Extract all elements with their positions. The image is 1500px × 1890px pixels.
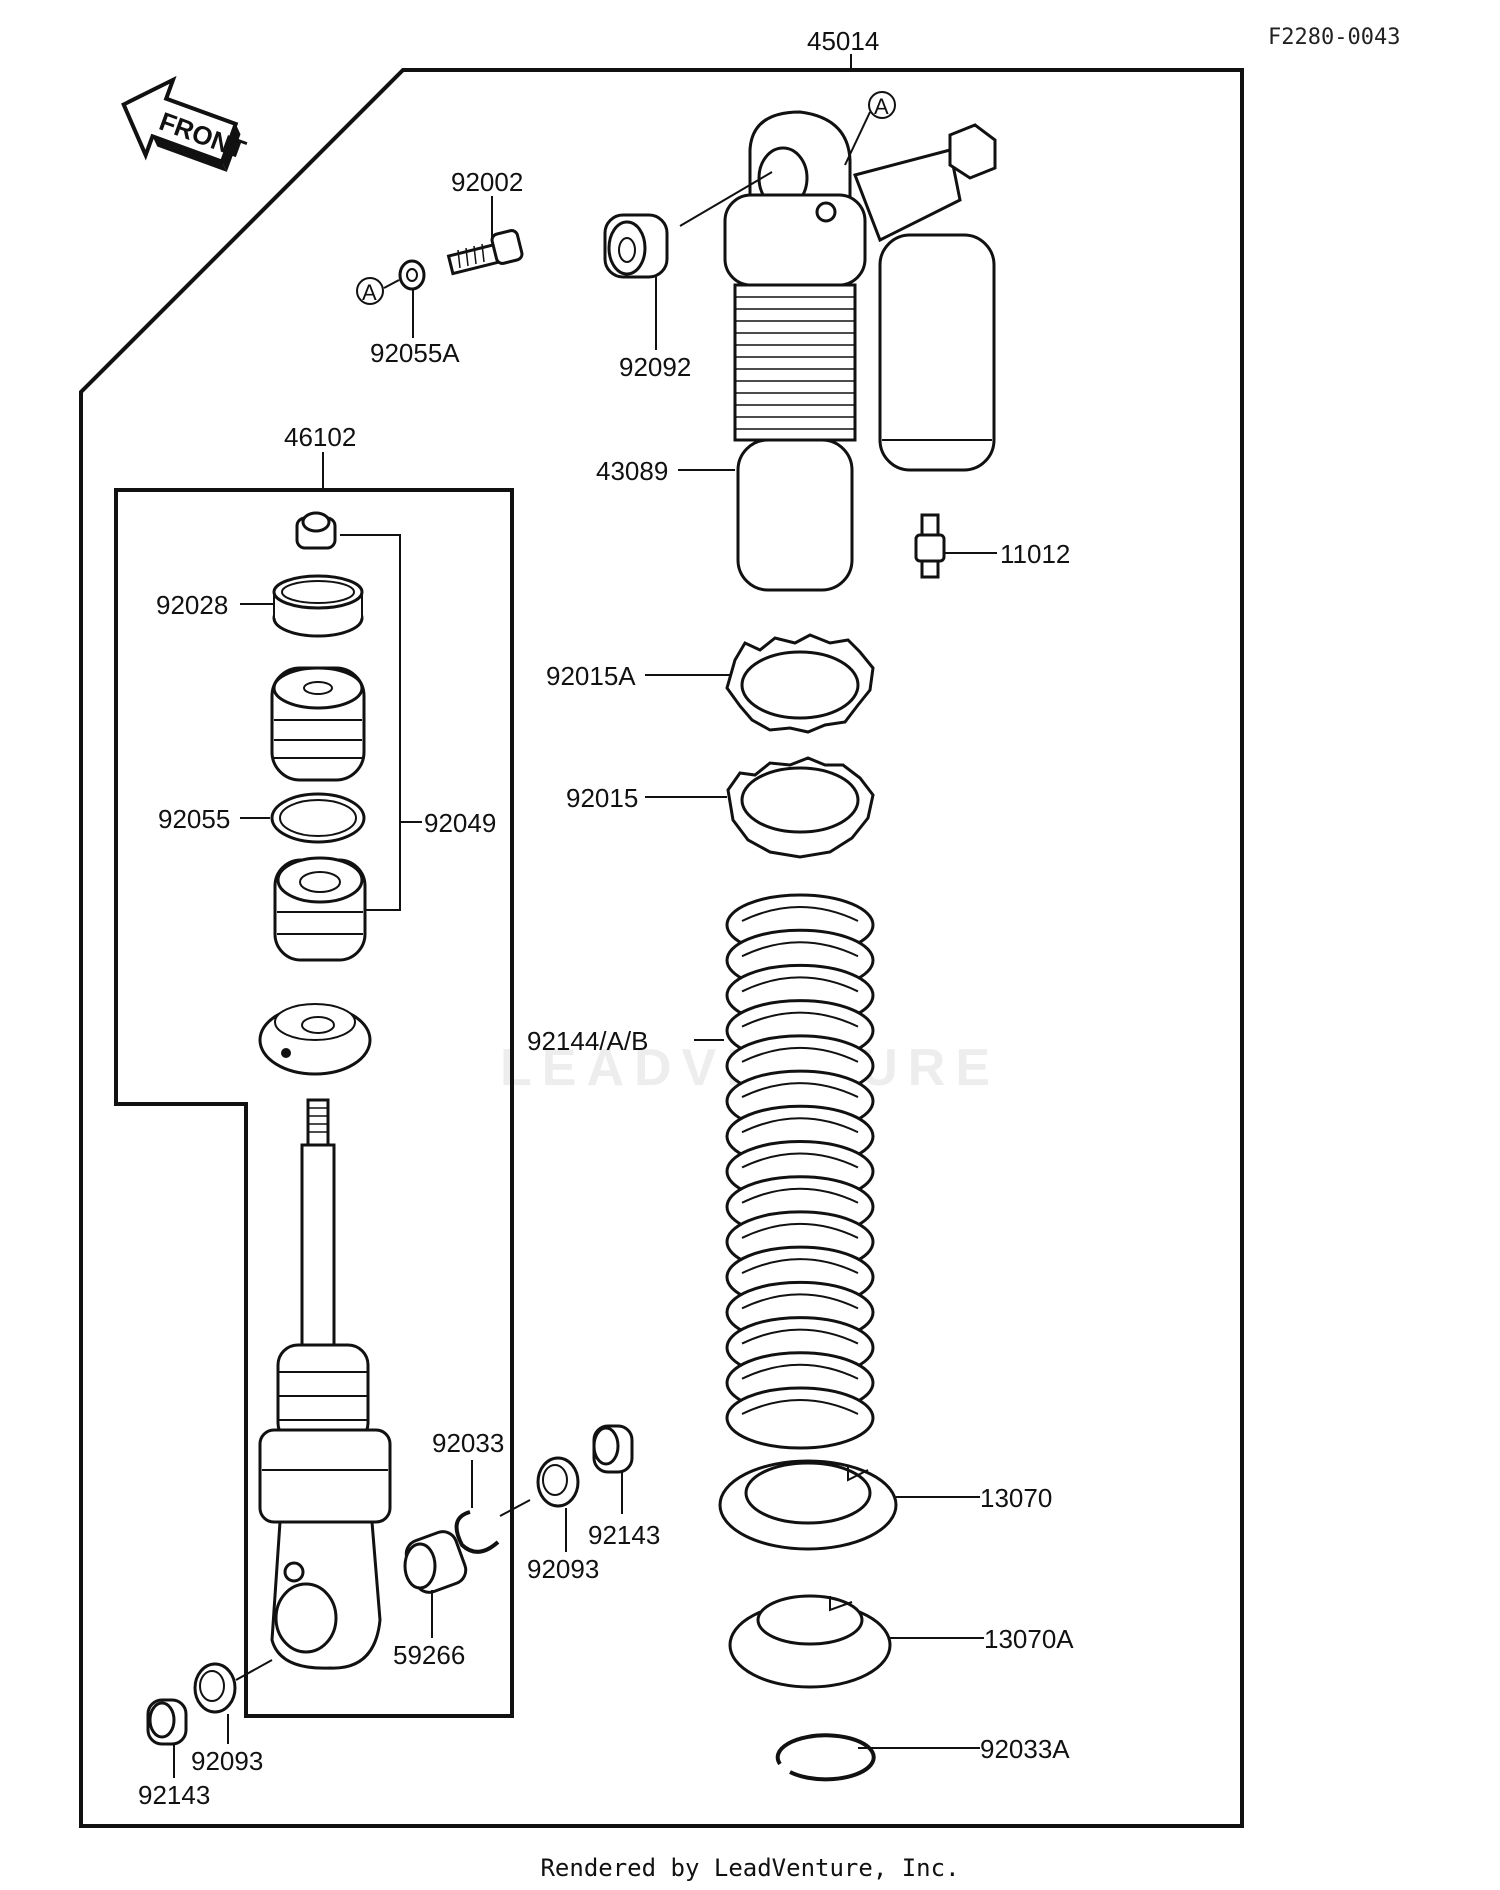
label-92015a: 92015A xyxy=(546,661,636,691)
bump-stop-part xyxy=(258,1003,372,1076)
bushing-bottom-part xyxy=(403,1530,468,1594)
label-45014: 45014 xyxy=(807,26,879,56)
assembly-boundary-inner xyxy=(114,488,514,1718)
label-92049: 92049 xyxy=(424,808,496,838)
ref-marker-a-top: A xyxy=(874,94,889,119)
label-13070a: 13070A xyxy=(984,1624,1074,1654)
air-valve-part xyxy=(914,513,946,579)
piston-nut-part xyxy=(295,511,337,550)
shock-body-part xyxy=(723,110,997,592)
lock-nut-a-part xyxy=(725,633,875,734)
assembly-boundary-outer xyxy=(79,68,1244,1828)
label-92055: 92055 xyxy=(158,804,230,834)
label-92028: 92028 xyxy=(156,590,228,620)
ref-marker-a-washer: A xyxy=(362,280,377,305)
spring-seat-a-part xyxy=(728,1594,892,1689)
label-92033: 92033 xyxy=(432,1428,504,1458)
seal-right-part xyxy=(536,1456,580,1508)
label-11012: 11012 xyxy=(1000,539,1070,569)
diagram-code: F2280-0043 xyxy=(1268,25,1400,50)
label-92015: 92015 xyxy=(566,783,638,813)
coil-spring-part xyxy=(725,893,875,1450)
valve-body-part xyxy=(273,856,367,962)
damper-rod-part xyxy=(258,1098,392,1670)
lock-nut-part xyxy=(726,756,875,859)
label-92093-right: 92093 xyxy=(527,1554,599,1584)
piston-part xyxy=(270,666,366,782)
circlip-part xyxy=(454,1510,500,1554)
label-59266: 59266 xyxy=(393,1640,465,1670)
collar-part xyxy=(272,574,364,638)
dust-cap-left-part xyxy=(146,1698,188,1746)
bushing-top-part xyxy=(603,213,669,279)
bolt-part xyxy=(446,229,524,276)
seal-left-part xyxy=(193,1662,237,1714)
label-92055a: 92055A xyxy=(370,338,460,368)
retaining-ring-a-part xyxy=(775,1733,876,1782)
label-13070: 13070 xyxy=(980,1483,1052,1513)
label-92092: 92092 xyxy=(619,352,691,382)
render-credit: Rendered by LeadVenture, Inc. xyxy=(540,1854,960,1882)
label-92144: 92144/A/B xyxy=(527,1026,648,1056)
label-92143-left: 92143 xyxy=(138,1780,210,1810)
label-46102: 46102 xyxy=(284,422,356,452)
label-92033a: 92033A xyxy=(980,1734,1070,1764)
front-arrow-icon: FRONT xyxy=(121,75,250,172)
label-43089: 43089 xyxy=(596,456,668,486)
label-92143-right: 92143 xyxy=(588,1520,660,1550)
dust-cap-right-part xyxy=(592,1424,634,1474)
spring-seat-part xyxy=(718,1459,898,1551)
label-92002: 92002 xyxy=(451,167,523,197)
label-92093-left: 92093 xyxy=(191,1746,263,1776)
